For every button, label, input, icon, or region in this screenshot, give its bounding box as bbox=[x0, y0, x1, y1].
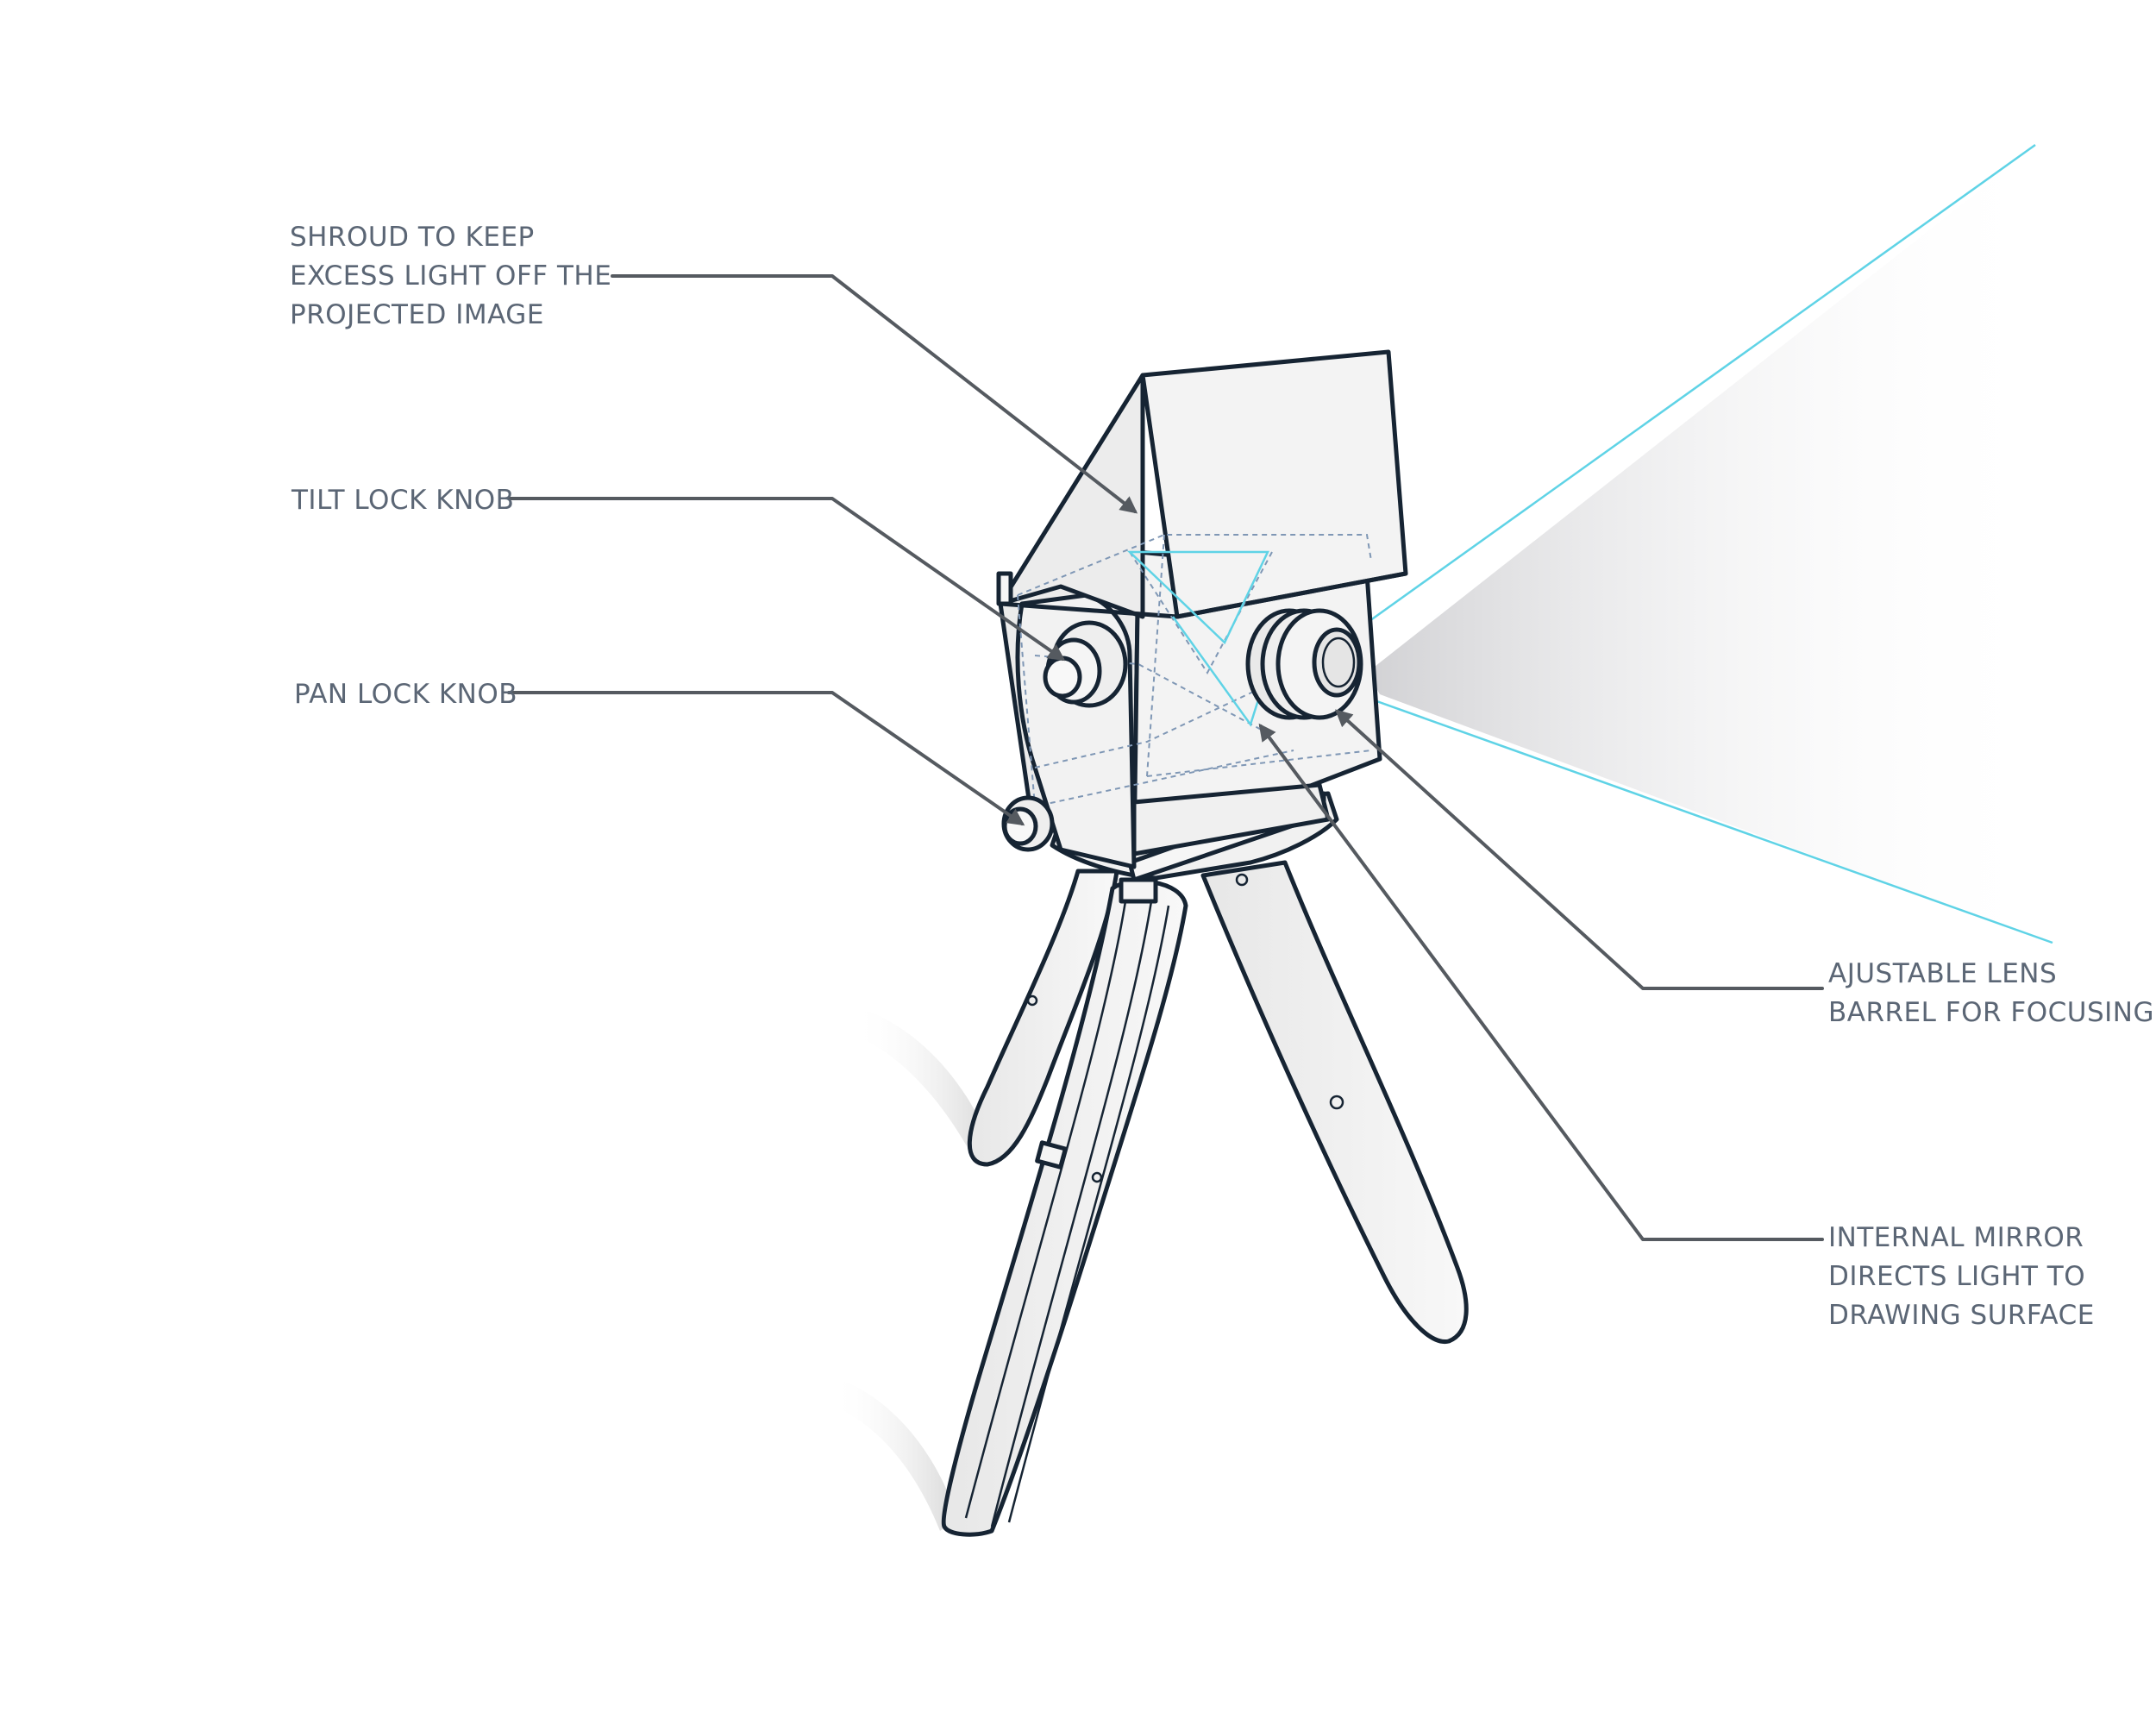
tripod-leg-back bbox=[967, 869, 1119, 1167]
callout-lens-barrel-line1: AJUSTABLE LENS bbox=[1828, 958, 2057, 989]
leader-lens-barrel bbox=[1335, 709, 1824, 990]
projected-light-beam bbox=[1344, 143, 2053, 944]
shroud-clip bbox=[996, 571, 1013, 606]
shroud-side bbox=[998, 373, 1145, 619]
callout-shroud-line3: PROJECTED IMAGE bbox=[290, 299, 544, 330]
leg-blade-line bbox=[990, 900, 1153, 1527]
callout-mirror-line1: INTERNAL MIRROR bbox=[1828, 1222, 2084, 1253]
leg-spacer-pin bbox=[1035, 1140, 1068, 1170]
callout-tilt-lock: TILT LOCK KNOB bbox=[291, 485, 514, 516]
leader-pan-lock bbox=[507, 691, 1025, 826]
shroud-bottom-edge bbox=[998, 571, 1408, 619]
callout-tilt-lock-line1: TILT LOCK KNOB bbox=[291, 485, 514, 516]
tripod-leg-right bbox=[1200, 860, 1469, 1344]
callout-mirror: INTERNAL MIRROR DIRECTS LIGHT TO DRAWING… bbox=[1828, 1222, 2095, 1331]
tripod bbox=[941, 860, 1469, 1537]
pan-lock-knob bbox=[1001, 795, 1055, 852]
leader-tilt-lock bbox=[507, 497, 1066, 662]
light-ray-lower bbox=[1344, 688, 2053, 944]
callout-pan-lock: PAN LOCK KNOB bbox=[294, 679, 517, 710]
shroud bbox=[996, 349, 1408, 619]
callout-lens-barrel-line2: BARREL FOR FOCUSING bbox=[1828, 997, 2154, 1028]
leg-hole bbox=[1235, 873, 1249, 887]
callout-mirror-line2: DIRECTS LIGHT TO bbox=[1828, 1261, 2085, 1292]
light-cone bbox=[1367, 147, 2053, 944]
callout-mirror-line3: DRAWING SURFACE bbox=[1828, 1300, 2095, 1331]
light-ray-upper bbox=[1344, 143, 2036, 640]
floor-shadows bbox=[832, 1009, 992, 1531]
leg-hole bbox=[1026, 994, 1038, 1007]
callout-pan-lock-line1: PAN LOCK KNOB bbox=[294, 679, 517, 710]
leader-lines bbox=[507, 274, 1824, 1241]
callout-shroud: SHROUD TO KEEP EXCESS LIGHT OFF THE PROJ… bbox=[290, 222, 611, 330]
leg-shadow-back bbox=[854, 1009, 992, 1160]
lens-aperture-inner bbox=[1321, 637, 1356, 688]
callout-lens-barrel: AJUSTABLE LENS BARREL FOR FOCUSING bbox=[1828, 958, 2154, 1028]
leg-hole bbox=[1329, 1095, 1344, 1110]
leg-hinge bbox=[1119, 877, 1158, 904]
leader-mirror bbox=[1258, 723, 1824, 1241]
callout-shroud-line2: EXCESS LIGHT OFF THE bbox=[290, 260, 611, 292]
callout-shroud-line1: SHROUD TO KEEP bbox=[290, 222, 535, 253]
leg-shadow-front bbox=[832, 1380, 957, 1531]
leader-shroud bbox=[611, 274, 1138, 514]
leg-blade-line bbox=[1007, 905, 1170, 1523]
shroud-front bbox=[1140, 349, 1408, 619]
leg-hole bbox=[1091, 1171, 1103, 1183]
lens-barrel bbox=[1245, 608, 1363, 720]
lens-aperture bbox=[1312, 627, 1362, 698]
tripod-leg-front bbox=[941, 879, 1188, 1537]
